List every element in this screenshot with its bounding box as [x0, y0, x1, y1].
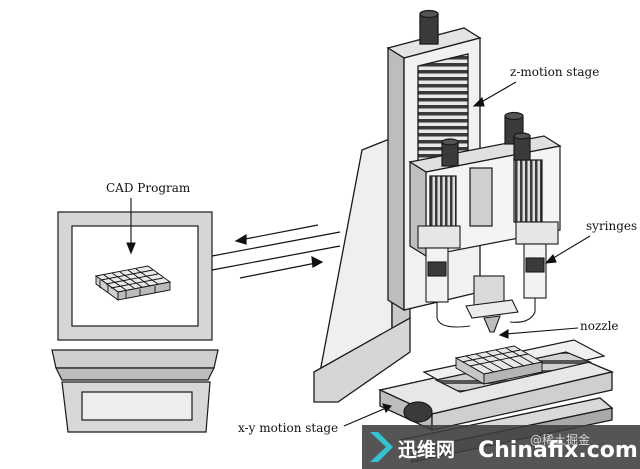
watermark: 迅维网 @稀土掘金 Chinafix.com: [362, 425, 640, 469]
syringes-label: syringes: [586, 219, 637, 233]
xy-motion-stage-arrow: [343, 403, 392, 427]
cad-program-arrow: [126, 198, 136, 255]
nozzle-assembly: [436, 275, 536, 333]
syringe-right: [515, 221, 559, 312]
xy-motion-stage-label: x-y motion stage: [238, 421, 338, 435]
chinafix-logo-icon: [370, 432, 393, 462]
printed-scaffold: [454, 345, 544, 385]
computer-keyboard: [61, 381, 211, 433]
cad-scaffold-model: [94, 265, 172, 301]
watermark-brand-cn: 迅维网: [398, 438, 455, 461]
watermark-faint-text: @稀土掘金: [530, 432, 590, 447]
syringe-left: [417, 225, 461, 318]
z-motion-stage-label: z-motion stage: [510, 65, 599, 79]
data-transfer-arrows: [211, 224, 341, 279]
watermark-brand-en: Chinafix.com: [478, 438, 638, 463]
z-motion-stage-arrow: [472, 81, 517, 107]
cad-program-label: CAD Program: [106, 181, 191, 195]
nozzle-arrow: [498, 327, 579, 339]
nozzle-label: nozzle: [580, 319, 619, 333]
syringes-arrow: [544, 235, 591, 264]
